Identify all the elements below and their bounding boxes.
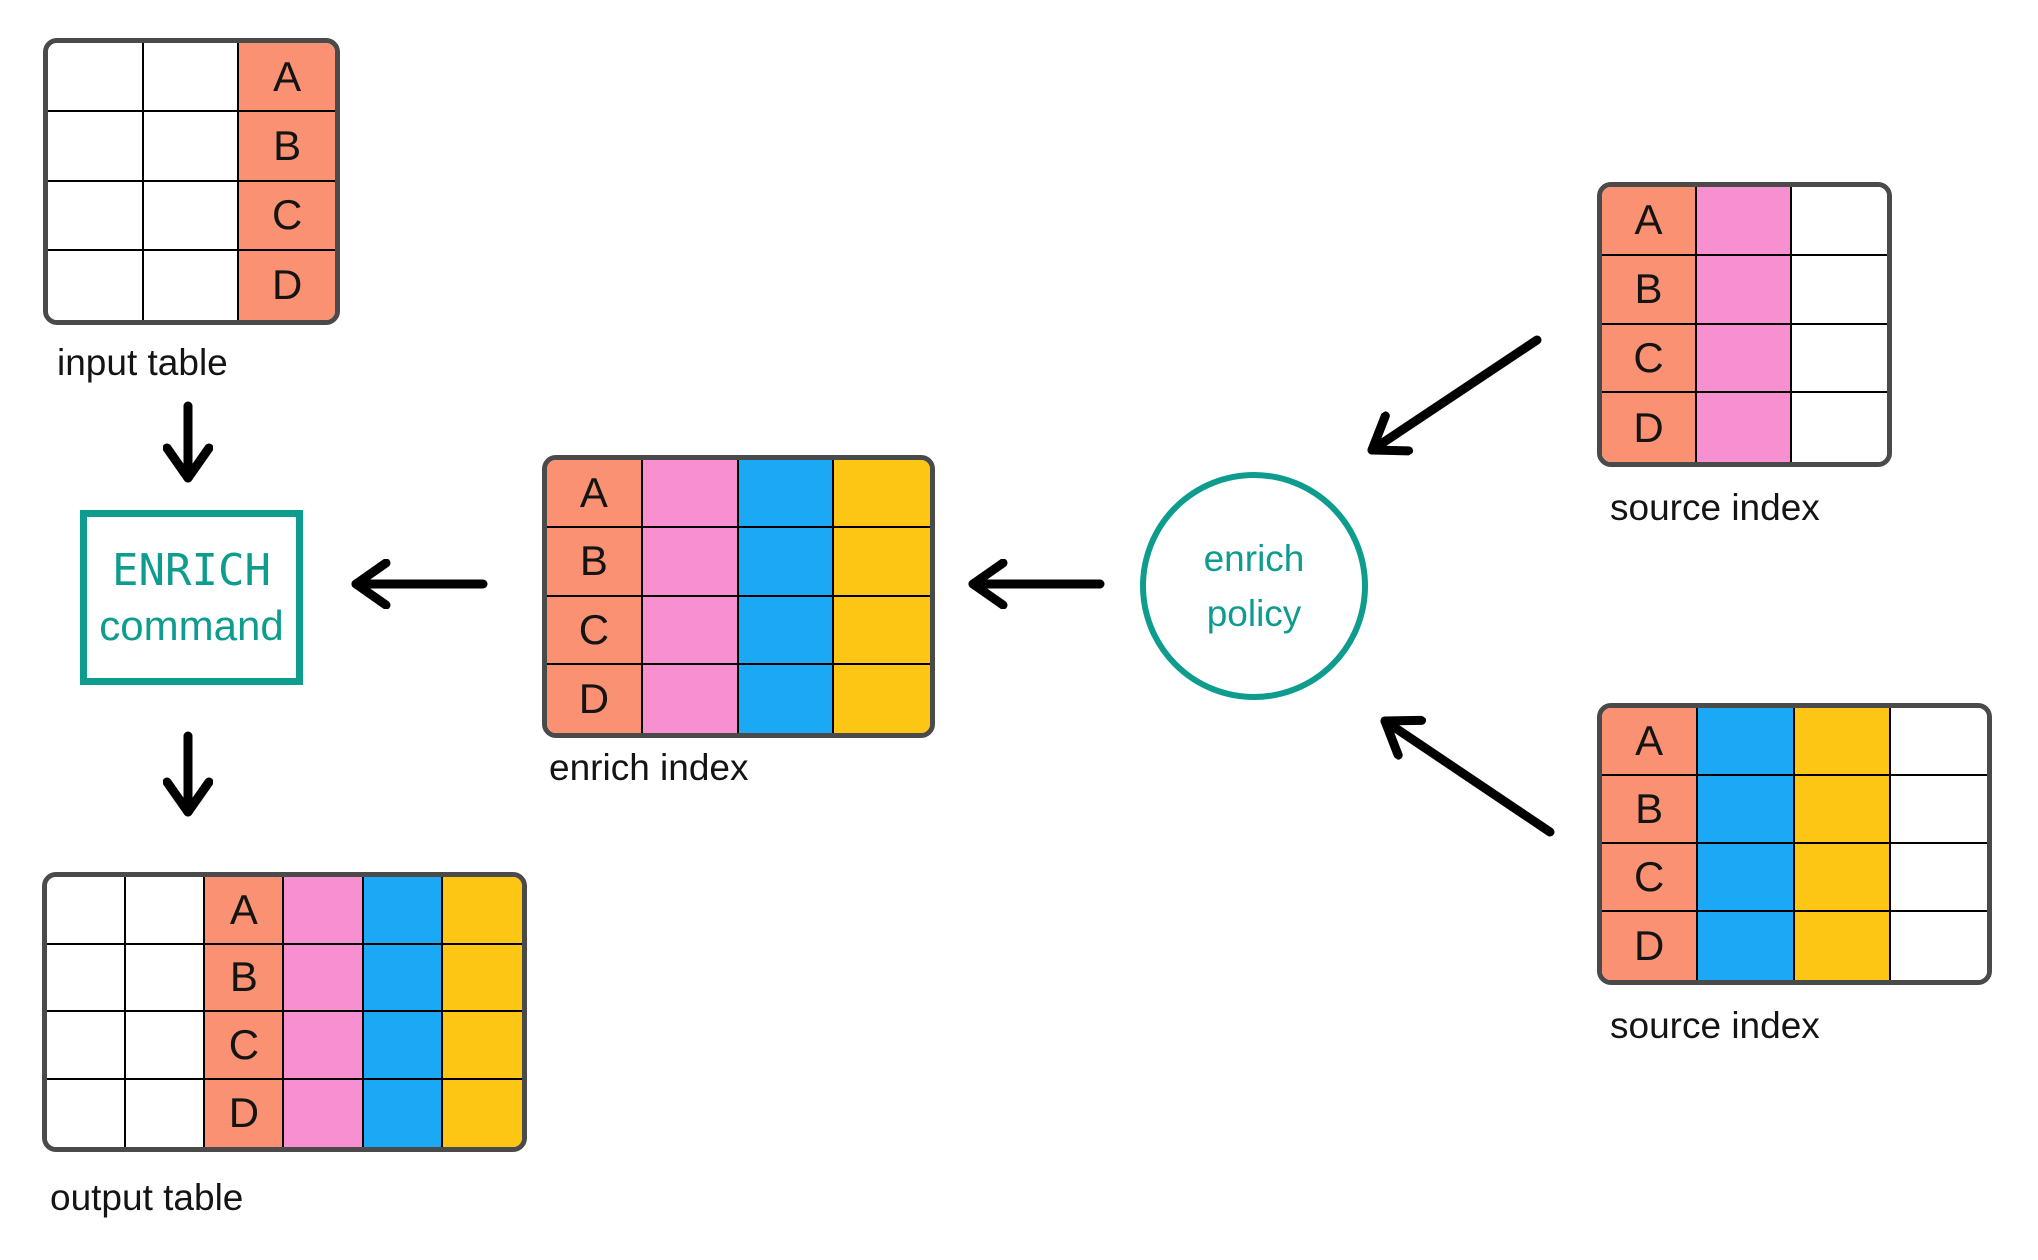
table-cell: [1792, 324, 1887, 394]
table-cell: [1792, 255, 1887, 325]
table-cell: [442, 1012, 522, 1080]
table-cell: [1794, 776, 1891, 844]
table-cell: [143, 250, 240, 320]
table-cell: [284, 1079, 364, 1147]
table-cell: [1794, 912, 1891, 980]
table-cell: [47, 1079, 127, 1147]
table-cell: [1890, 912, 1987, 980]
table-cell: [442, 877, 522, 945]
table-cell: [738, 664, 835, 733]
table-cell: [363, 877, 443, 945]
table-cell: D: [205, 1079, 285, 1147]
table-cell: [1697, 393, 1792, 462]
table-cell: [442, 944, 522, 1012]
table-cell: [1794, 844, 1891, 912]
table-cell: [284, 877, 364, 945]
table-cell: [47, 944, 127, 1012]
table-cell: [1792, 393, 1887, 462]
table-cell: [126, 944, 206, 1012]
enrich-policy-line2: policy: [1206, 593, 1302, 634]
table-cell: C: [547, 596, 643, 665]
table-cell: [284, 1012, 364, 1080]
output-table-label: output table: [50, 1177, 244, 1218]
arrow-source-index-bottom-to-enrich-policy-icon: [1380, 721, 1555, 837]
table-cell: D: [1602, 912, 1699, 980]
table-cell: [126, 877, 206, 945]
table-cell: [1794, 708, 1891, 776]
table-cell: [48, 112, 144, 182]
table-cell: A: [1602, 187, 1697, 256]
table-cell: [143, 43, 240, 113]
table-cell: [47, 1012, 127, 1080]
table-cell: [1890, 776, 1987, 844]
table-cell: C: [1602, 844, 1699, 912]
table-cell: A: [1602, 708, 1699, 776]
table-cell: [642, 528, 739, 597]
table-cell: B: [239, 112, 335, 182]
table-cell: [1792, 187, 1887, 256]
table-cell: [642, 664, 739, 733]
table-cell: B: [547, 528, 643, 597]
table-cell: [442, 1079, 522, 1147]
table-cell: B: [1602, 255, 1697, 325]
table-cell: A: [547, 460, 643, 529]
table-cell: [1697, 324, 1792, 394]
table-cell: A: [205, 877, 285, 945]
table-cell: [834, 664, 930, 733]
table-cell: [1697, 255, 1792, 325]
table-cell: B: [205, 944, 285, 1012]
enrich-policy-node: enrich policy: [1140, 472, 1368, 700]
table-cell: [1890, 708, 1987, 776]
table-cell: [1698, 708, 1795, 776]
input-table-label: input table: [57, 342, 228, 383]
table-cell: [126, 1012, 206, 1080]
enrich-index-label: enrich index: [549, 747, 749, 788]
table-cell: C: [1602, 324, 1697, 394]
table-cell: [1890, 844, 1987, 912]
enrich-command-subtitle: command: [99, 601, 284, 649]
table-cell: [363, 944, 443, 1012]
table-cell: [738, 460, 835, 529]
table-cell: [143, 112, 240, 182]
table-cell: D: [1602, 393, 1697, 462]
table-cell: [143, 181, 240, 251]
table-cell: D: [239, 250, 335, 320]
table-cell: [1698, 912, 1795, 980]
enrich-policy-line1: enrich: [1203, 537, 1305, 579]
enrich-command-title: ENRICH: [112, 544, 271, 596]
arrow-source-index-top-to-enrich-policy-icon: [1367, 335, 1542, 450]
table-cell: [834, 596, 930, 665]
table-cell: [1698, 776, 1795, 844]
table-cell: [738, 528, 835, 597]
table-cell: D: [547, 664, 643, 733]
table-cell: [47, 877, 127, 945]
table-cell: [834, 460, 930, 529]
table-cell: A: [239, 43, 335, 113]
table-cell: [48, 43, 144, 113]
table-cell: [363, 1079, 443, 1147]
source-index-top-label: source index: [1610, 487, 1820, 528]
table-cell: [1697, 187, 1792, 256]
table-cell: [642, 596, 739, 665]
table-cell: B: [1602, 776, 1699, 844]
table-cell: [642, 460, 739, 529]
table-cell: [48, 181, 144, 251]
table-cell: [284, 944, 364, 1012]
table-cell: [1698, 844, 1795, 912]
source-index-bottom-label: source index: [1610, 1005, 1820, 1046]
table-cell: C: [205, 1012, 285, 1080]
table-cell: [48, 250, 144, 320]
table-cell: [126, 1079, 206, 1147]
table-cell: [738, 596, 835, 665]
table-cell: [834, 528, 930, 597]
table-cell: C: [239, 181, 335, 251]
enrich-command-node: ENRICH command: [80, 510, 303, 685]
table-cell: [363, 1012, 443, 1080]
